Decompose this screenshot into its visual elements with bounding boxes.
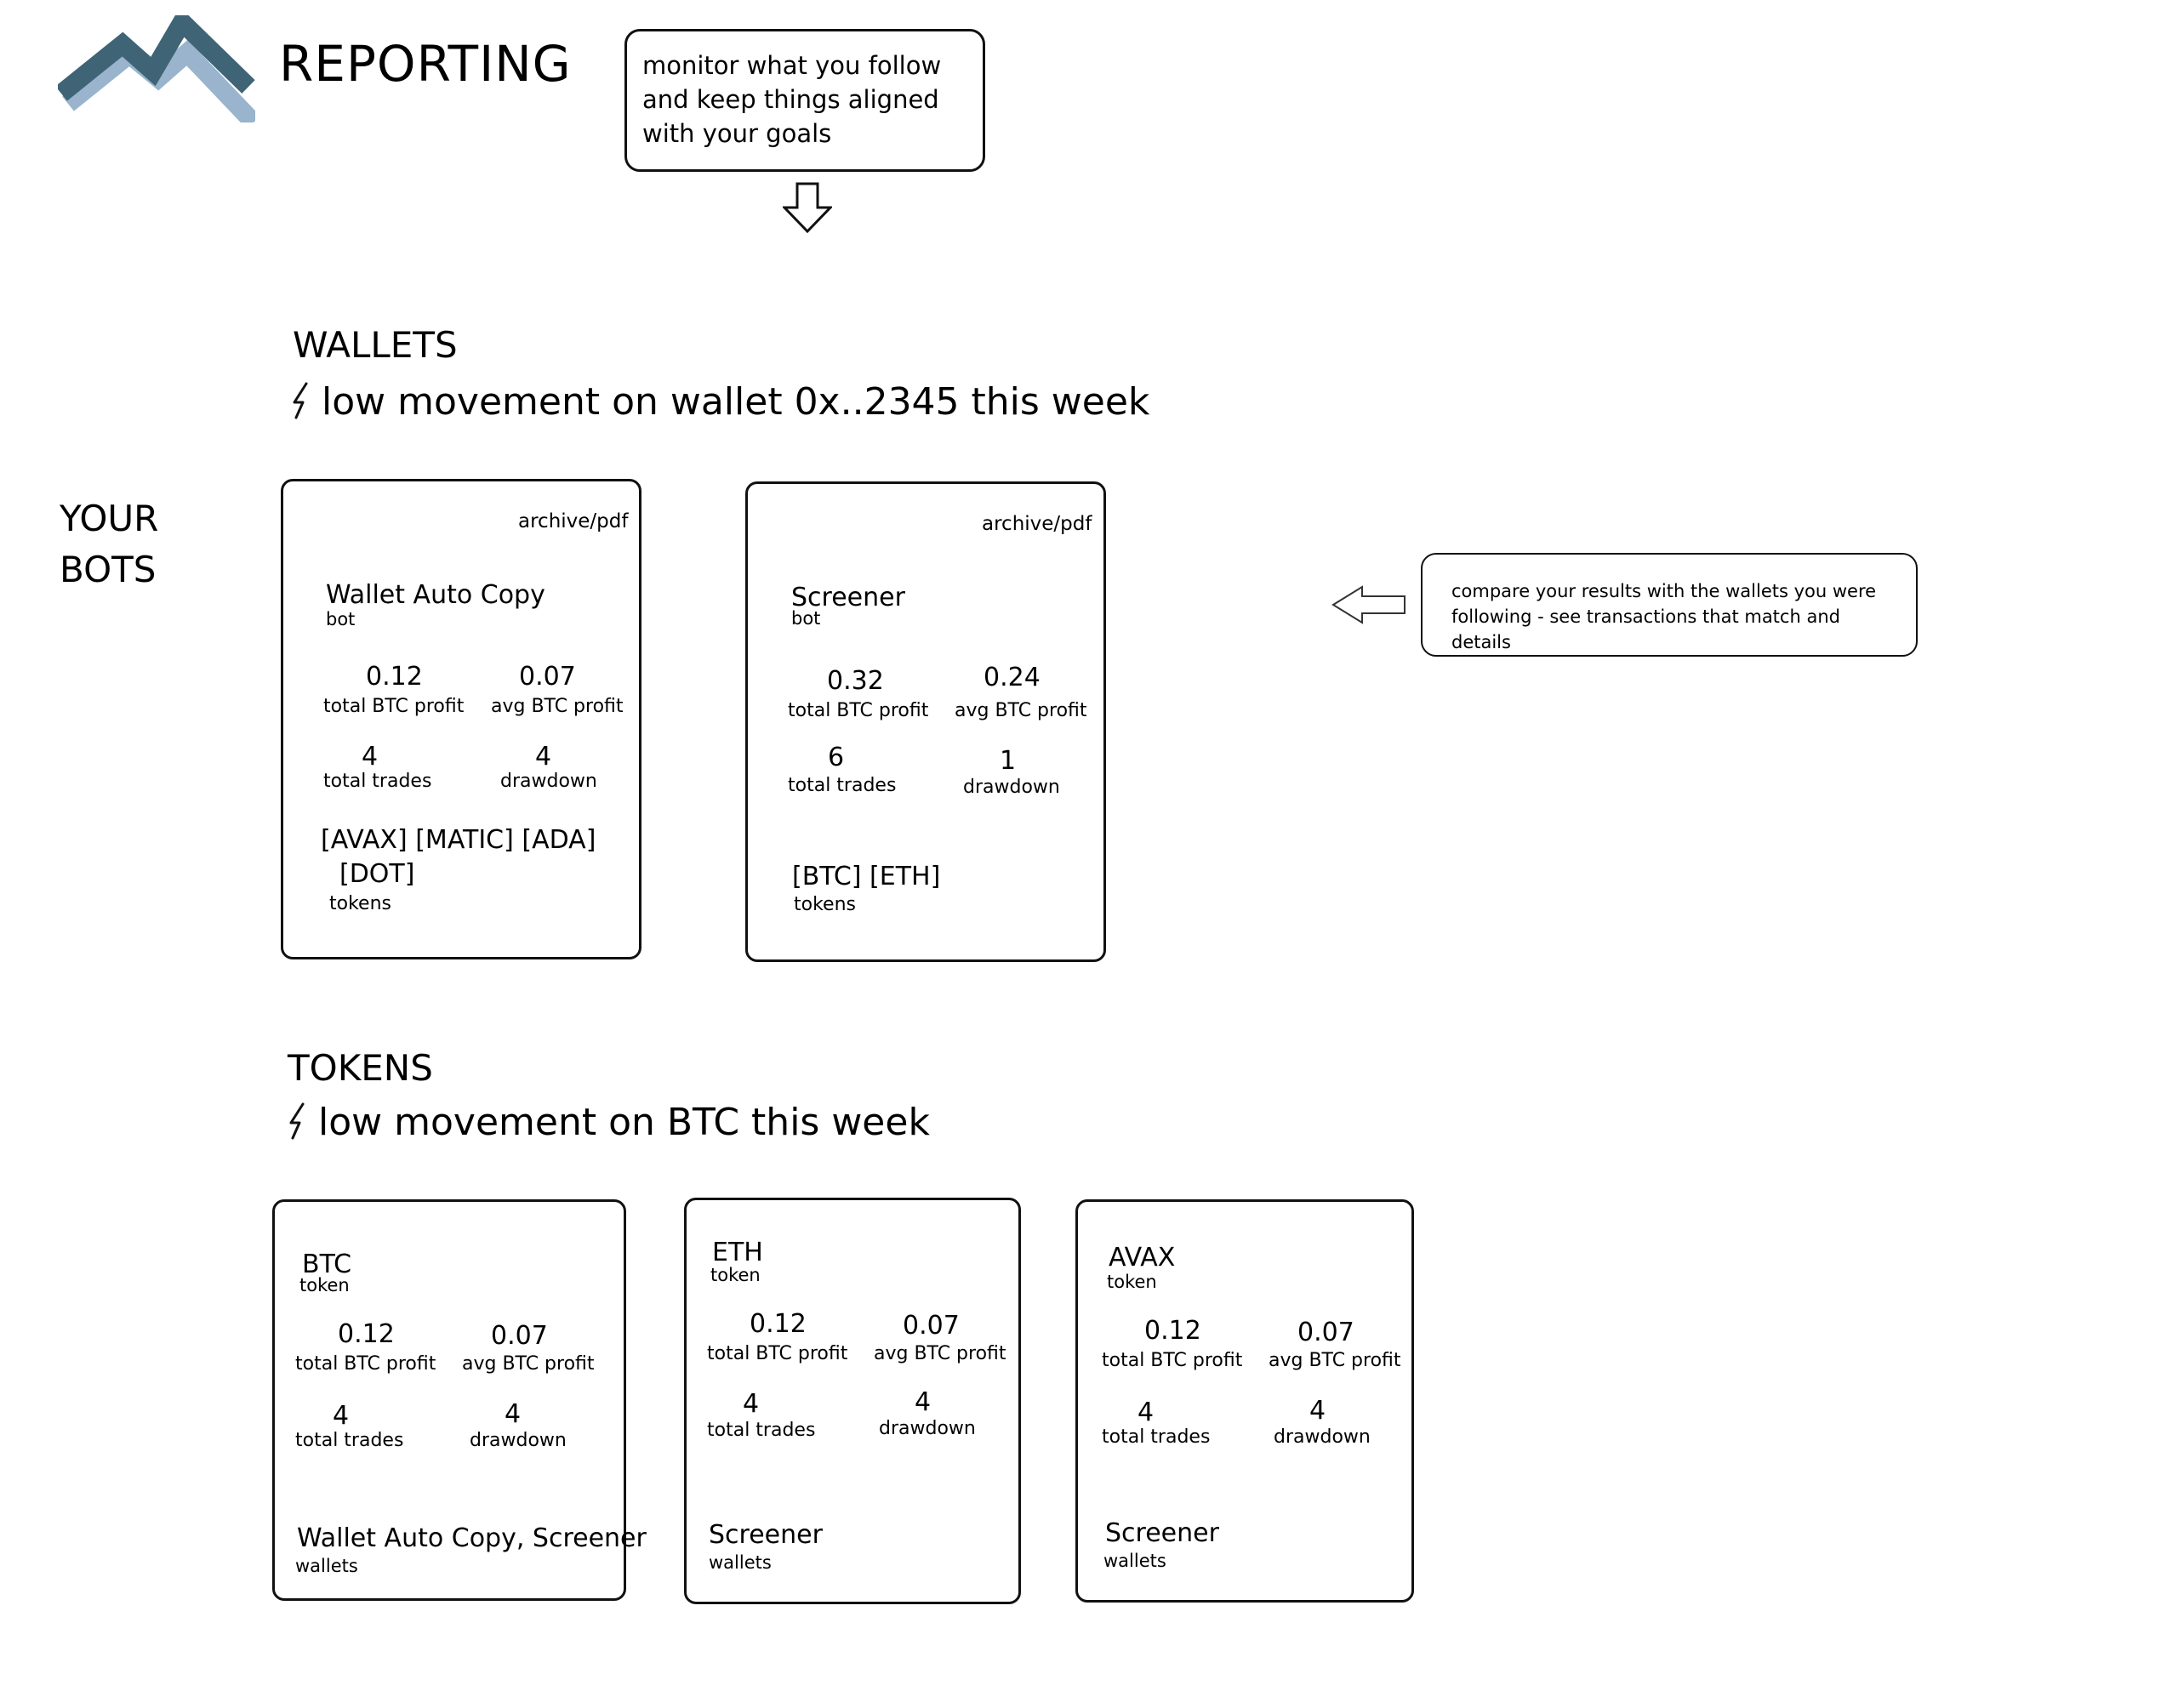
wallets-list: Wallet Auto Copy, Screener	[297, 1523, 647, 1553]
total-trades-value: 6	[828, 743, 845, 772]
bot-type: bot	[326, 609, 356, 629]
total-profit-label: total BTC profit	[707, 1343, 848, 1364]
tokens-label: tokens	[794, 894, 856, 915]
total-profit-label: total BTC profit	[1102, 1350, 1243, 1371]
wallets-label: wallets	[1103, 1551, 1166, 1571]
bot-type: bot	[791, 608, 821, 629]
bot-name: Wallet Auto Copy	[326, 580, 545, 610]
total-trades-value: 4	[362, 742, 379, 771]
total-trades-label: total trades	[707, 1420, 816, 1441]
total-profit-value: 0.12	[338, 1319, 395, 1349]
info-note-top: monitor what you follow and keep things …	[624, 29, 985, 172]
total-trades-value: 4	[1138, 1398, 1155, 1427]
avg-profit-value: 0.24	[984, 663, 1041, 692]
tokens-list: [BTC] [ETH]	[792, 862, 941, 891]
lightning-icon	[293, 382, 308, 419]
total-trades-label: total trades	[788, 775, 897, 796]
bot-name: Screener	[791, 583, 905, 612]
total-trades-label: total trades	[1102, 1426, 1211, 1448]
lightning-icon	[289, 1102, 305, 1140]
tokens-alert-text: low movement on BTC this week	[318, 1101, 930, 1144]
avg-profit-value: 0.07	[1297, 1318, 1354, 1347]
total-profit-label: total BTC profit	[323, 696, 465, 717]
drawdown-value: 4	[915, 1387, 932, 1417]
drawdown-value: 4	[505, 1399, 522, 1429]
avg-profit-label: avg BTC profit	[462, 1353, 595, 1375]
arrow-down-icon	[783, 182, 832, 233]
wallets-alert: low movement on wallet 0x..2345 this wee…	[289, 379, 1149, 426]
total-profit-label: total BTC profit	[295, 1353, 436, 1375]
drawdown-value: 4	[535, 742, 552, 771]
total-trades-value: 4	[743, 1389, 760, 1419]
tokens-list: [AVAX] [MATIC] [ADA] [DOT]	[321, 825, 596, 889]
bot-card-screener[interactable]: archive/pdf Screener bot 0.32 total BTC …	[745, 481, 1106, 962]
avg-profit-value: 0.07	[491, 1321, 548, 1351]
avg-profit-value: 0.07	[903, 1311, 960, 1341]
your-bots-label: YOUR BOTS	[60, 498, 159, 590]
page-title: REPORTING	[279, 35, 572, 93]
token-name: ETH	[712, 1238, 763, 1267]
drawdown-value: 1	[1000, 746, 1017, 776]
tokens-section-title: TOKENS	[288, 1047, 433, 1089]
total-trades-label: total trades	[295, 1430, 404, 1451]
token-name: BTC	[302, 1250, 352, 1279]
avg-profit-label: avg BTC profit	[955, 700, 1087, 721]
wallets-list: Screener	[1105, 1518, 1219, 1548]
total-profit-value: 0.12	[366, 662, 423, 692]
drawdown-label: drawdown	[470, 1430, 567, 1451]
archive-pdf-link[interactable]: archive/pdf	[982, 513, 1092, 535]
wallets-alert-text: low movement on wallet 0x..2345 this wee…	[322, 380, 1150, 424]
wallets-label: wallets	[709, 1552, 772, 1573]
token-card-btc[interactable]: BTC token 0.12 total BTC profit 0.07 avg…	[272, 1199, 647, 1601]
info-note-right: compare your results with the wallets yo…	[1421, 553, 1918, 657]
drawdown-value: 4	[1309, 1396, 1326, 1426]
token-card-avax[interactable]: AVAX token 0.12 total BTC profit 0.07 av…	[1075, 1199, 1414, 1603]
wallets-section-title: WALLETS	[293, 324, 458, 366]
drawdown-label: drawdown	[963, 777, 1060, 798]
tokens-alert: low movement on BTC this week	[286, 1099, 930, 1147]
avg-profit-value: 0.07	[519, 662, 576, 692]
total-profit-value: 0.12	[750, 1309, 807, 1339]
total-profit-label: total BTC profit	[788, 700, 929, 721]
avg-profit-label: avg BTC profit	[1269, 1350, 1401, 1371]
total-profit-value: 0.12	[1144, 1316, 1201, 1346]
tokens-label: tokens	[329, 893, 391, 914]
avg-profit-label: avg BTC profit	[491, 696, 624, 717]
token-type: token	[299, 1275, 350, 1295]
token-name: AVAX	[1109, 1243, 1176, 1272]
total-profit-value: 0.32	[827, 666, 884, 696]
wallets-label: wallets	[295, 1556, 358, 1576]
drawdown-label: drawdown	[879, 1418, 976, 1439]
drawdown-label: drawdown	[500, 771, 597, 792]
avg-profit-label: avg BTC profit	[874, 1343, 1006, 1364]
archive-pdf-link[interactable]: archive/pdf	[518, 510, 629, 532]
bot-card-wallet-auto-copy[interactable]: archive/pdf Wallet Auto Copy bot 0.12 to…	[281, 479, 641, 959]
arrow-left-icon	[1331, 585, 1406, 624]
wallets-list: Screener	[709, 1520, 823, 1550]
token-type: token	[1107, 1272, 1157, 1292]
total-trades-value: 4	[333, 1401, 350, 1431]
token-card-eth[interactable]: ETH token 0.12 total BTC profit 0.07 avg…	[684, 1198, 1021, 1604]
drawdown-label: drawdown	[1274, 1426, 1371, 1448]
mountain-logo-icon	[58, 15, 255, 122]
token-type: token	[710, 1265, 761, 1285]
total-trades-label: total trades	[323, 771, 432, 792]
